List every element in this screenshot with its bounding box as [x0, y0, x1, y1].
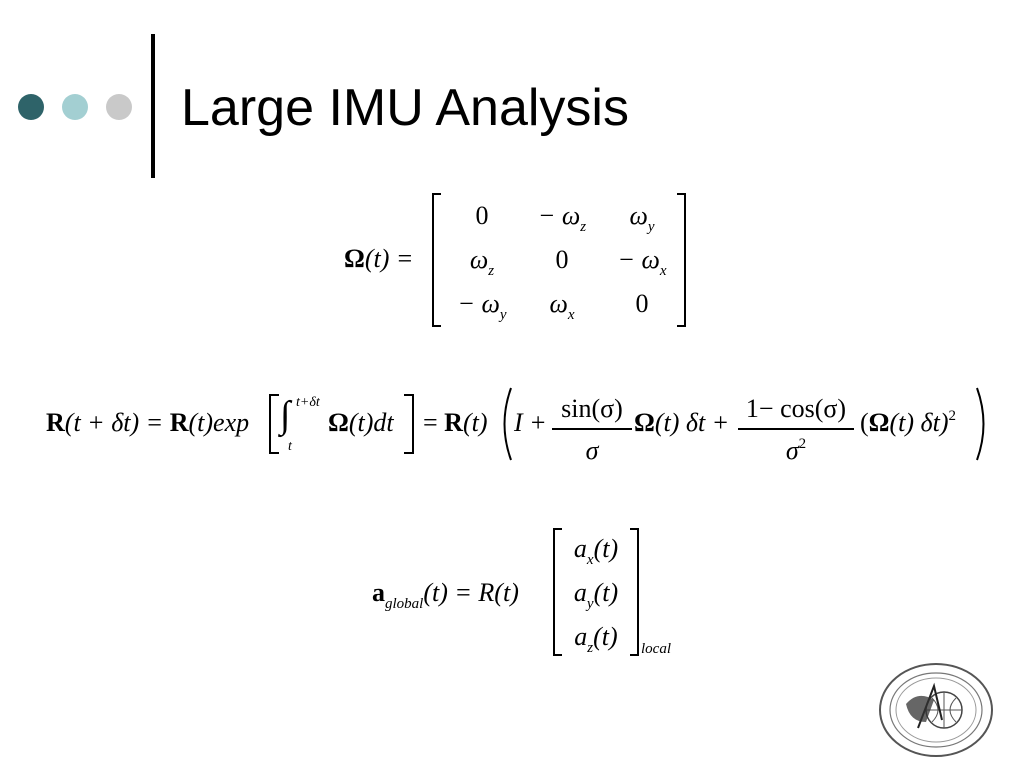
dot-light-teal [62, 94, 88, 120]
fraction-sin: sin(σ) σ [552, 394, 632, 466]
title-divider-bar [151, 34, 155, 178]
fraction-cos-numerator: 1− cos(σ) [745, 394, 847, 423]
right-bracket-exp [404, 394, 414, 454]
squared-exponent: 2 [948, 408, 957, 424]
omega-matrix-cell: 0 [555, 245, 569, 274]
acceleration-component: az(t) [574, 622, 618, 656]
omega-args: (t) = [364, 244, 414, 273]
dot-gray [106, 94, 132, 120]
r-args-3: (t) [462, 408, 488, 437]
omega-matrix-cell: − ωz [537, 201, 587, 235]
fraction-sin-bar [552, 428, 632, 430]
left-bracket-exp [269, 394, 279, 454]
a-global-subscript: global [385, 596, 424, 612]
a-symbol: a [372, 578, 385, 607]
r-symbol-1: R [46, 408, 65, 437]
omega-matrix-cell: − ωx [617, 245, 667, 279]
omega-matrix-cell: ωx [549, 289, 575, 323]
r-exp: (t)exp [188, 408, 250, 437]
omega-matrix-cell: 0 [635, 289, 649, 318]
r-symbol-2: R [169, 408, 189, 437]
a-global-rhs: (t) = R(t) [423, 578, 519, 607]
integrand: Ω(t)dt [328, 410, 394, 436]
r-args-1: (t + δt) = [64, 408, 170, 437]
local-subscript: local [641, 641, 671, 657]
equation-omega: Ω(t) = [344, 246, 413, 272]
college-seal-icon [879, 663, 993, 757]
fraction-cos-bar [738, 428, 854, 430]
omega-symbol-4: Ω [868, 408, 890, 437]
fraction-sin-denominator: σ [585, 435, 599, 465]
omega-matrix: 0 − ωz ωy ωz 0 − ωx − ωy ωx 0 [432, 193, 686, 327]
r-symbol-3: R [444, 408, 463, 437]
equation-rhs-start: = R(t) [423, 410, 488, 436]
acceleration-component: ay(t) [573, 578, 619, 612]
identity-plus: I + [514, 408, 547, 437]
integral-sign: ∫ [280, 394, 291, 436]
omega-matrix-cell: ωy [629, 201, 655, 235]
omega-matrix-cell: − ωy [457, 289, 507, 323]
equals-sign: = [423, 408, 445, 437]
omega-symbol-3: Ω [634, 408, 655, 437]
integral-upper-limit: t+δt [296, 395, 320, 410]
left-paren-big [503, 387, 512, 461]
acceleration-vector: ax(t) ay(t) az(t) [553, 528, 639, 656]
squared-open-paren: ( [860, 408, 869, 437]
integrand-args: (t)dt [348, 408, 394, 437]
omega-matrix-cell: ωz [469, 245, 495, 279]
omega-term-args: (t) δt + [654, 408, 730, 437]
right-paren-big [976, 387, 985, 461]
squared-term-args: (t) δt) [889, 408, 949, 437]
dot-dark-teal [18, 94, 44, 120]
equation-global-acceleration: aglobal(t) = R(t) [372, 578, 519, 612]
slide-title: Large IMU Analysis [181, 79, 629, 137]
omega-term: Ω(t) δt + [634, 410, 729, 436]
integral-lower-limit: t [288, 439, 292, 454]
acceleration-component: ax(t) [573, 534, 619, 568]
omega-matrix-cell: 0 [475, 201, 489, 230]
decorative-dots [18, 94, 138, 120]
squared-term: (Ω(t) δt)2 [860, 408, 957, 437]
omega-symbol-2: Ω [328, 408, 349, 437]
fraction-cos: 1− cos(σ) σ2 [738, 394, 854, 466]
fraction-cos-denominator: σ2 [785, 435, 807, 465]
equation-rotation-update: R(t + δt) = R(t)exp [46, 410, 249, 436]
fraction-sin-numerator: sin(σ) [561, 394, 623, 423]
omega-symbol: Ω [344, 244, 365, 273]
